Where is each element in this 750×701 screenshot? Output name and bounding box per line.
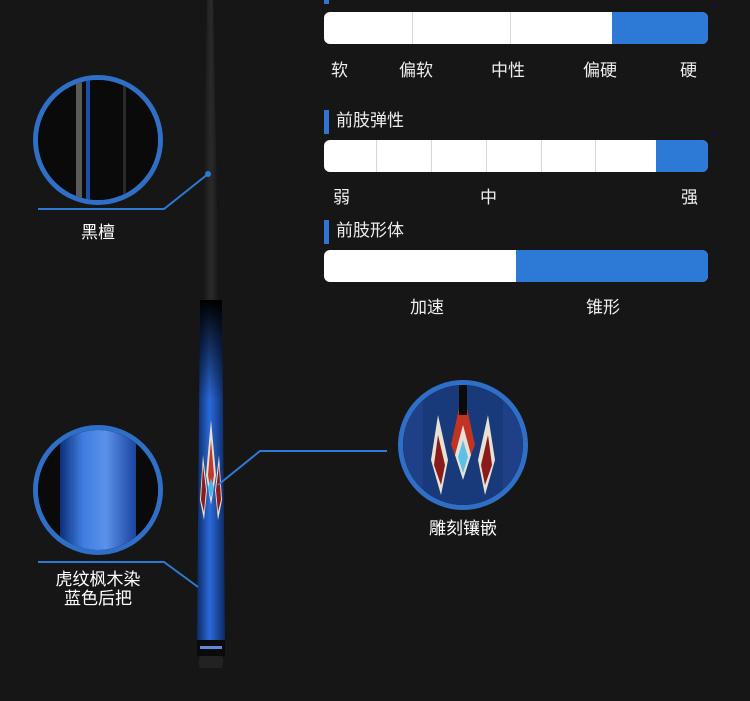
ebony-detail-image [33,75,163,205]
front-elasticity-bar [324,140,708,172]
front-elasticity-label-1: 中 [480,188,497,208]
hardness-label-0: 软 [331,61,348,81]
hardness-label-3: 偏硬 [583,61,617,81]
hardness-label-4: 硬 [680,61,697,81]
ebony-caption: 黑檀 [81,223,115,243]
inlay-detail-image [398,380,528,510]
front-shape-bar-fill [516,250,708,282]
hardness-bar [324,12,708,44]
front-shape-label-1: 锥形 [586,298,620,318]
front-elasticity-label-0: 弱 [333,188,350,208]
handle-caption-line2: 蓝色后把 [64,589,132,609]
front-shape-title: 前肢形体 [324,220,404,244]
handle-caption: 虎纹枫木染 蓝色后把 [40,571,156,609]
front-shape-bar [324,250,708,282]
handle-caption-line1: 虎纹枫木染 [55,570,141,590]
front-elasticity-bar-fill [656,140,708,172]
front-shape-label-0: 加速 [410,298,444,318]
hardness-label-2: 中性 [491,61,525,81]
front-elasticity-label-2: 强 [681,188,698,208]
cue-stick [188,0,238,701]
hardness-title-marker [324,0,329,4]
hardness-bar-fill [612,12,708,44]
inlay-caption: 雕刻镶嵌 [429,519,497,539]
handle-detail-image [33,425,163,555]
front-elasticity-title: 前肢弹性 [324,110,404,134]
hardness-label-1: 偏软 [399,61,433,81]
